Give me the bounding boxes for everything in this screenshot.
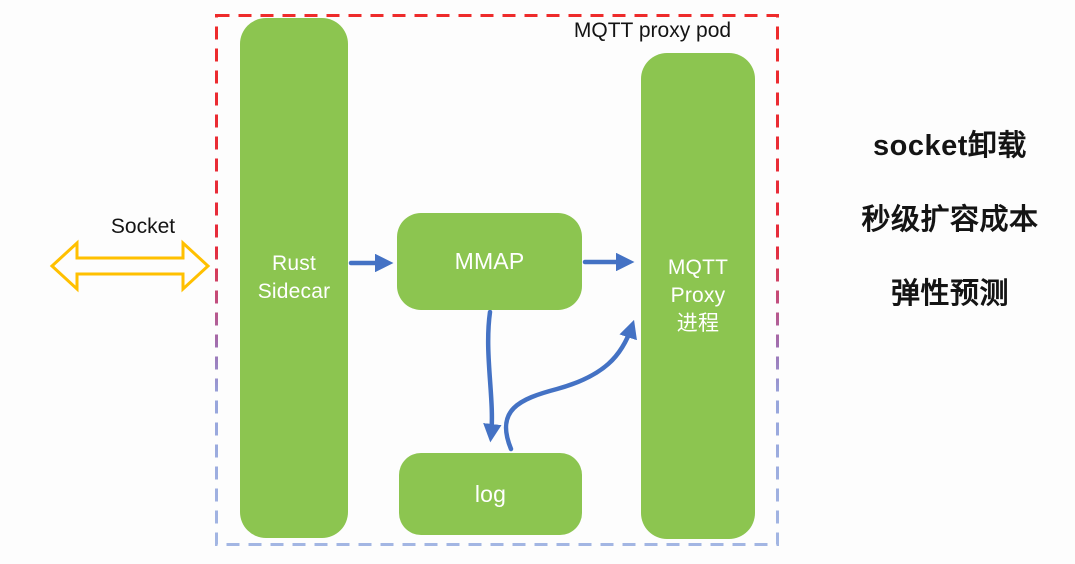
arrow-mmap-to-log-icon [483,309,502,443]
annotation-elastic-prediction: 弹性预测 [890,278,1009,310]
pod-title: MQTT proxy pod [573,19,732,42]
arrow-log-to-proxy-icon [503,319,637,452]
annotation-socket-offload: socket卸载 [873,130,1027,162]
node-rust-sidecar: Rust Sidecar [240,18,348,538]
annotation-scaling-cost: 秒级扩容成本 [861,204,1039,236]
node-mqtt-proxy: MQTT Proxy 进程 [641,53,755,539]
annotations-panel: socket卸载 秒级扩容成本 弹性预测 [822,126,1075,348]
node-mmap: MMAP [397,213,582,310]
socket-double-arrow-icon [49,239,211,293]
node-log: log [399,453,582,535]
socket-label: Socket [110,215,176,238]
